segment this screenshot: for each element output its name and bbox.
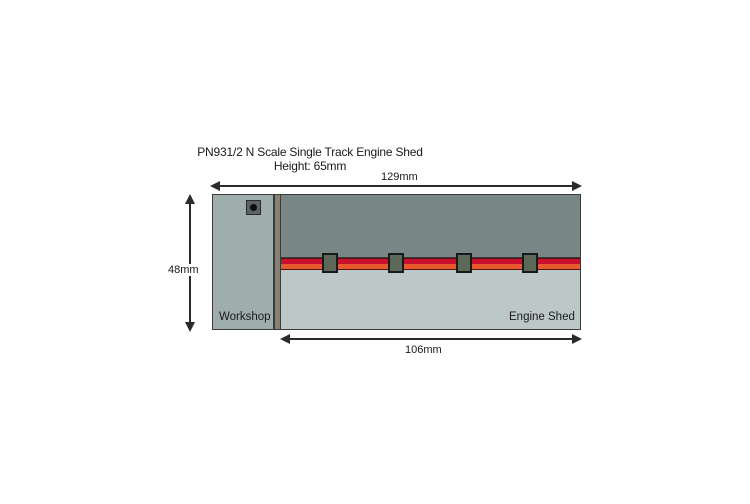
arrow-up-icon bbox=[185, 194, 195, 204]
workshop-label: Workshop bbox=[219, 311, 271, 323]
arrow-left-icon bbox=[280, 334, 290, 344]
diagram-title: PN931/2 N Scale Single Track Engine Shed bbox=[197, 145, 423, 159]
track-rail-red bbox=[281, 258, 580, 264]
track-rail-orange bbox=[281, 264, 580, 270]
arrow-right-icon bbox=[572, 181, 582, 191]
chimney-vent-dot bbox=[250, 204, 257, 211]
engine-shed-label: Engine Shed bbox=[509, 311, 575, 323]
track-sleeper bbox=[522, 253, 538, 273]
arrow-left-icon bbox=[210, 181, 220, 191]
dividing-wall bbox=[274, 194, 281, 330]
engine-shed-length-dimension-line bbox=[288, 338, 574, 340]
width-label: 48mm bbox=[168, 264, 199, 276]
track-sleeper bbox=[322, 253, 338, 273]
track-sleeper bbox=[388, 253, 404, 273]
arrow-right-icon bbox=[572, 334, 582, 344]
width-dimension-line bbox=[189, 202, 191, 324]
overall-length-label: 129mm bbox=[381, 171, 418, 183]
diagram-subtitle: Height: 65mm bbox=[273, 159, 347, 173]
diagram-title-block: PN931/2 N Scale Single Track Engine Shed… bbox=[160, 145, 460, 173]
overall-length-dimension-line bbox=[218, 185, 574, 187]
engine-shed-length-label: 106mm bbox=[405, 344, 442, 356]
workshop-area bbox=[212, 194, 274, 330]
arrow-down-icon bbox=[185, 322, 195, 332]
engine-shed-roof bbox=[281, 194, 581, 258]
track-sleeper bbox=[456, 253, 472, 273]
